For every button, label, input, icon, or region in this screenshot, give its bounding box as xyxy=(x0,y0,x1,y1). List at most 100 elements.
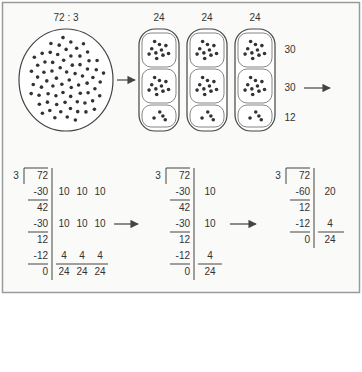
dot xyxy=(57,43,61,47)
oval-outline xyxy=(234,28,276,132)
dot xyxy=(33,56,37,60)
dot xyxy=(30,69,34,73)
dot xyxy=(208,84,212,88)
dot xyxy=(257,114,261,118)
dot xyxy=(200,116,204,120)
dot xyxy=(75,47,79,51)
dot xyxy=(161,53,165,57)
dot xyxy=(256,84,260,88)
dot xyxy=(158,79,162,83)
division-number: 20 xyxy=(324,186,335,198)
dot xyxy=(29,92,33,96)
division-lines xyxy=(24,168,344,280)
dot xyxy=(51,84,55,88)
dot xyxy=(160,48,164,52)
dot xyxy=(155,57,159,61)
part-outline xyxy=(190,105,224,127)
division-number: 4 xyxy=(207,250,213,262)
dot xyxy=(77,83,81,87)
division-number: 24 xyxy=(324,234,335,246)
dot-group-oval: 72 : 3 xyxy=(18,28,114,132)
dot xyxy=(147,88,151,92)
dot xyxy=(98,94,102,98)
dot xyxy=(153,40,157,44)
dot xyxy=(40,52,44,56)
part-outline xyxy=(190,69,224,103)
dot xyxy=(45,79,49,83)
dot xyxy=(48,51,52,55)
dot xyxy=(250,51,254,55)
dot xyxy=(86,50,90,54)
dot xyxy=(87,59,91,63)
dot xyxy=(69,40,73,44)
dot xyxy=(206,79,210,83)
dot xyxy=(211,118,215,122)
dot xyxy=(46,92,50,96)
dot xyxy=(209,53,213,57)
dot xyxy=(206,43,210,47)
dot xyxy=(65,70,69,74)
sum-number: 30 xyxy=(284,44,295,56)
division-number: 10 xyxy=(204,218,215,230)
dot xyxy=(254,79,258,83)
dot xyxy=(150,47,154,51)
division-number: 24 xyxy=(204,266,215,278)
dot xyxy=(212,80,216,84)
dot xyxy=(208,48,212,52)
dot xyxy=(84,110,88,114)
dot xyxy=(40,85,44,89)
division-number: 3 xyxy=(275,170,281,182)
dot xyxy=(94,68,98,72)
division-number: 3 xyxy=(13,170,19,182)
division-number: 4 xyxy=(79,250,85,262)
dot xyxy=(91,76,95,80)
dot xyxy=(209,114,213,118)
dot xyxy=(152,116,156,120)
division-number: -60 xyxy=(296,186,310,198)
dot xyxy=(42,70,46,74)
division-number: 10 xyxy=(204,186,215,198)
part-outline xyxy=(142,69,176,103)
oval-outline xyxy=(18,28,114,132)
dot xyxy=(203,93,207,97)
dot xyxy=(250,87,254,91)
dot xyxy=(263,88,267,92)
division-number: -30 xyxy=(34,218,48,230)
division-number: 10 xyxy=(58,186,69,198)
dot xyxy=(163,118,167,122)
dot xyxy=(37,93,41,97)
dot xyxy=(49,42,53,46)
dot xyxy=(155,93,159,97)
division-number: 24 xyxy=(94,266,105,278)
dot xyxy=(61,91,65,95)
dot xyxy=(58,66,62,70)
dot xyxy=(243,52,247,56)
dot xyxy=(83,101,87,105)
dot xyxy=(69,54,73,58)
dot xyxy=(154,87,158,91)
dot xyxy=(59,110,63,114)
division-number: 10 xyxy=(58,218,69,230)
dot xyxy=(243,88,247,92)
dot xyxy=(259,118,263,122)
share-oval: 24 xyxy=(138,28,180,132)
dot xyxy=(91,99,95,103)
division-number: 4 xyxy=(327,218,333,230)
dot xyxy=(167,88,171,92)
dot xyxy=(263,52,267,56)
dot xyxy=(78,54,82,58)
division-number: 12 xyxy=(299,202,310,214)
division-number: 0 xyxy=(304,234,310,246)
division-number: 42 xyxy=(179,202,190,214)
dot xyxy=(260,44,264,48)
dot xyxy=(202,51,206,55)
dot xyxy=(43,60,47,64)
dot xyxy=(160,84,164,88)
dot xyxy=(76,100,80,104)
division-number: 4 xyxy=(61,250,67,262)
dot xyxy=(195,88,199,92)
dot xyxy=(51,61,55,65)
dot xyxy=(154,51,158,55)
dot xyxy=(147,52,151,56)
dot xyxy=(62,58,66,62)
